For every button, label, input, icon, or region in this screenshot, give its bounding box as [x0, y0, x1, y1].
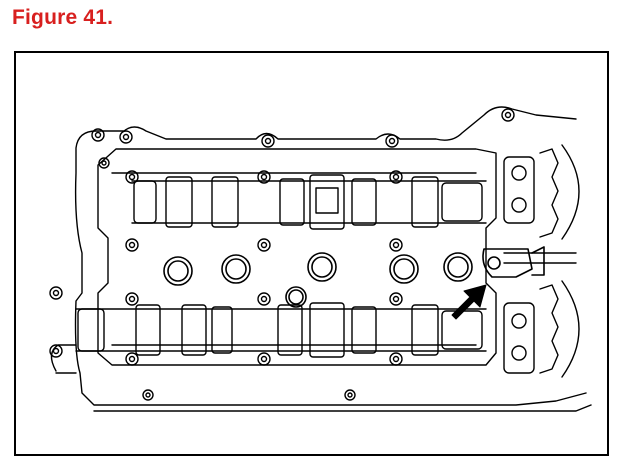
- head-bottom-edge: [55, 372, 592, 412]
- upper-camshaft: [131, 174, 487, 230]
- figure-title: Figure 41.: [12, 6, 114, 29]
- top-bosses: [91, 108, 515, 169]
- cylinder-head-diagram: [49, 106, 592, 412]
- diagram-frame: [14, 51, 609, 456]
- head-outline: [74, 106, 587, 406]
- pointer-arrow: [451, 284, 487, 320]
- camshaft-timing-gears: [503, 144, 580, 378]
- cam-housing: [97, 148, 497, 366]
- cam-housing-inner: [111, 172, 477, 346]
- lower-camshaft: [75, 302, 487, 358]
- ocv-bracket: [482, 246, 545, 278]
- cap-bolts: [49, 170, 403, 401]
- spark-plug-bores: [163, 252, 473, 308]
